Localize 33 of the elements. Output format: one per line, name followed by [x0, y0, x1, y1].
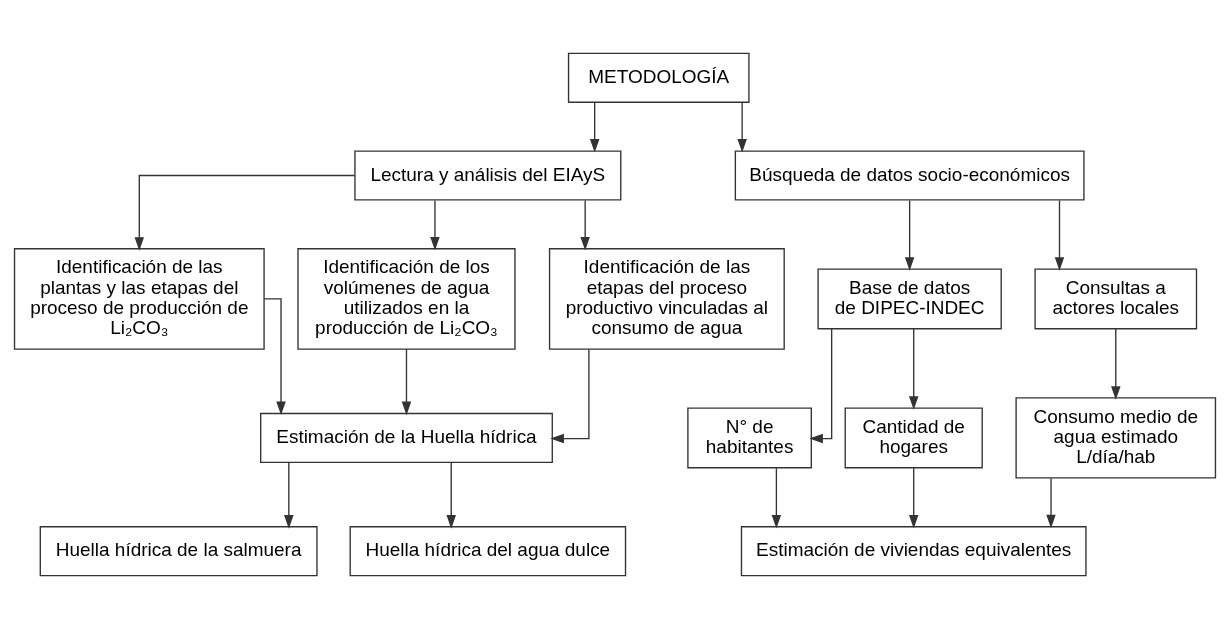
arrow	[1046, 477, 1056, 528]
node-box: Consultas a actores locales	[1034, 267, 1198, 329]
arrow	[1111, 327, 1121, 400]
node-box: Huella hídrica de la salmuera	[39, 525, 318, 576]
arrow	[1054, 199, 1065, 271]
arrow	[771, 467, 782, 528]
node-box: Estimación de viviendas equivalentes	[740, 525, 1087, 576]
arrow	[263, 297, 286, 415]
arrow	[134, 174, 356, 251]
arrow	[908, 327, 919, 410]
node-box: Identificación de las plantas y las etapas del proceso de producción de Li₂CO₃	[13, 247, 265, 350]
arrow	[908, 467, 919, 528]
arrow	[737, 101, 747, 153]
node-box: Búsqueda de datos socio-económicos	[734, 149, 1085, 201]
arrow	[446, 461, 456, 529]
node-box: Huella hídrica del agua dulce	[349, 525, 627, 576]
node-box: Estimación de la Huella hídrica	[260, 412, 553, 463]
arrow	[589, 101, 600, 153]
node-box: Identificación de las etapas del proceso productivo vinculadas al consumo de agua	[548, 247, 785, 350]
node-box: Identificación de los volúmenes de agua utilizados en la producción de Li₂CO₃	[297, 247, 516, 350]
node-box: N° de habitantes	[687, 406, 812, 468]
arrow	[550, 348, 590, 443]
arrow	[401, 347, 412, 415]
node-box: Lectura y análisis del EIAyS	[354, 149, 622, 201]
arrow	[904, 199, 915, 271]
node-box: METODOLOGÍA	[567, 52, 750, 103]
arrow	[580, 199, 590, 250]
arrow	[284, 461, 294, 529]
node-box: Consumo medio de agua estimado L/día/hab	[1015, 396, 1217, 479]
arrow	[809, 327, 833, 443]
node-box: Cantidad de hogares	[844, 406, 983, 468]
arrow	[430, 199, 440, 250]
node-box: Base de datos de DIPEC-INDEC	[817, 267, 1002, 329]
